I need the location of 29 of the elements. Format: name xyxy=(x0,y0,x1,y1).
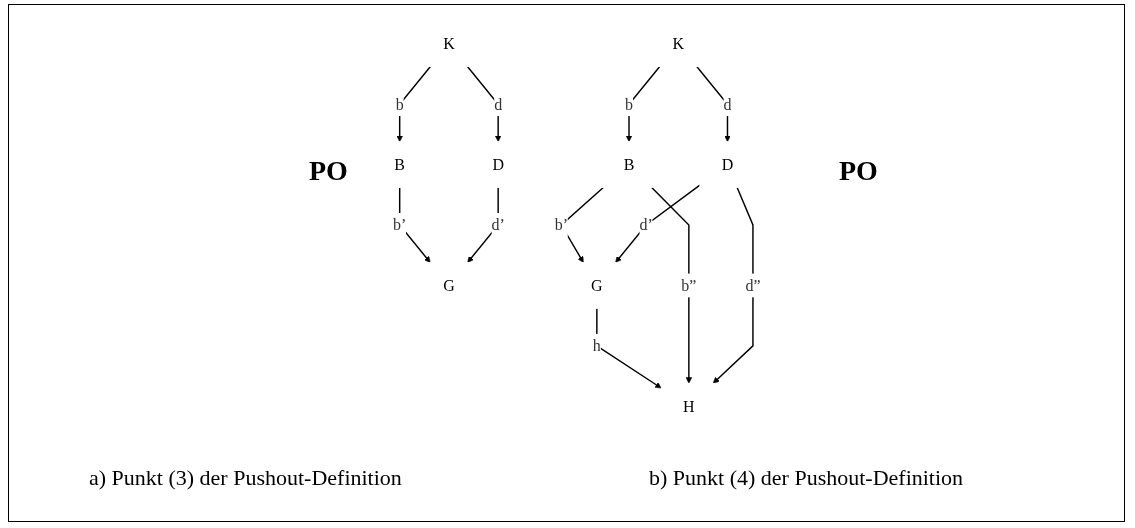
diagram-label: PO xyxy=(839,155,878,187)
edge-label: d xyxy=(723,95,732,114)
edge-label: b” xyxy=(681,276,697,295)
diagram-label: PO xyxy=(309,155,348,187)
edge-label: b’ xyxy=(554,215,569,235)
caption: a) Punkt (3) der Pushout-Definition xyxy=(89,465,402,491)
edge-label: b’ xyxy=(393,215,407,235)
node-text: B xyxy=(623,155,635,174)
arrow xyxy=(615,184,701,263)
node-text: D xyxy=(492,155,504,174)
caption: b) Punkt (4) der Pushout-Definition xyxy=(649,465,964,491)
edge-label: d xyxy=(494,95,503,114)
edge-label: b xyxy=(625,95,634,114)
node-text: B xyxy=(394,155,406,174)
node-text: H xyxy=(683,397,695,416)
edge-label: b xyxy=(395,95,404,114)
arrow xyxy=(651,186,693,384)
node-text: D xyxy=(721,155,734,174)
edge-label: d’ xyxy=(491,215,505,235)
edge-label: d’ xyxy=(639,215,653,235)
node-text: K xyxy=(443,34,455,53)
node-text: K xyxy=(672,34,685,53)
arrow xyxy=(625,65,661,142)
node-text: G xyxy=(591,276,603,295)
edge-label: d” xyxy=(745,276,761,295)
edge-label: h xyxy=(592,336,601,355)
arrow xyxy=(596,307,662,389)
node-text: G xyxy=(443,276,455,295)
arrow xyxy=(712,186,754,384)
